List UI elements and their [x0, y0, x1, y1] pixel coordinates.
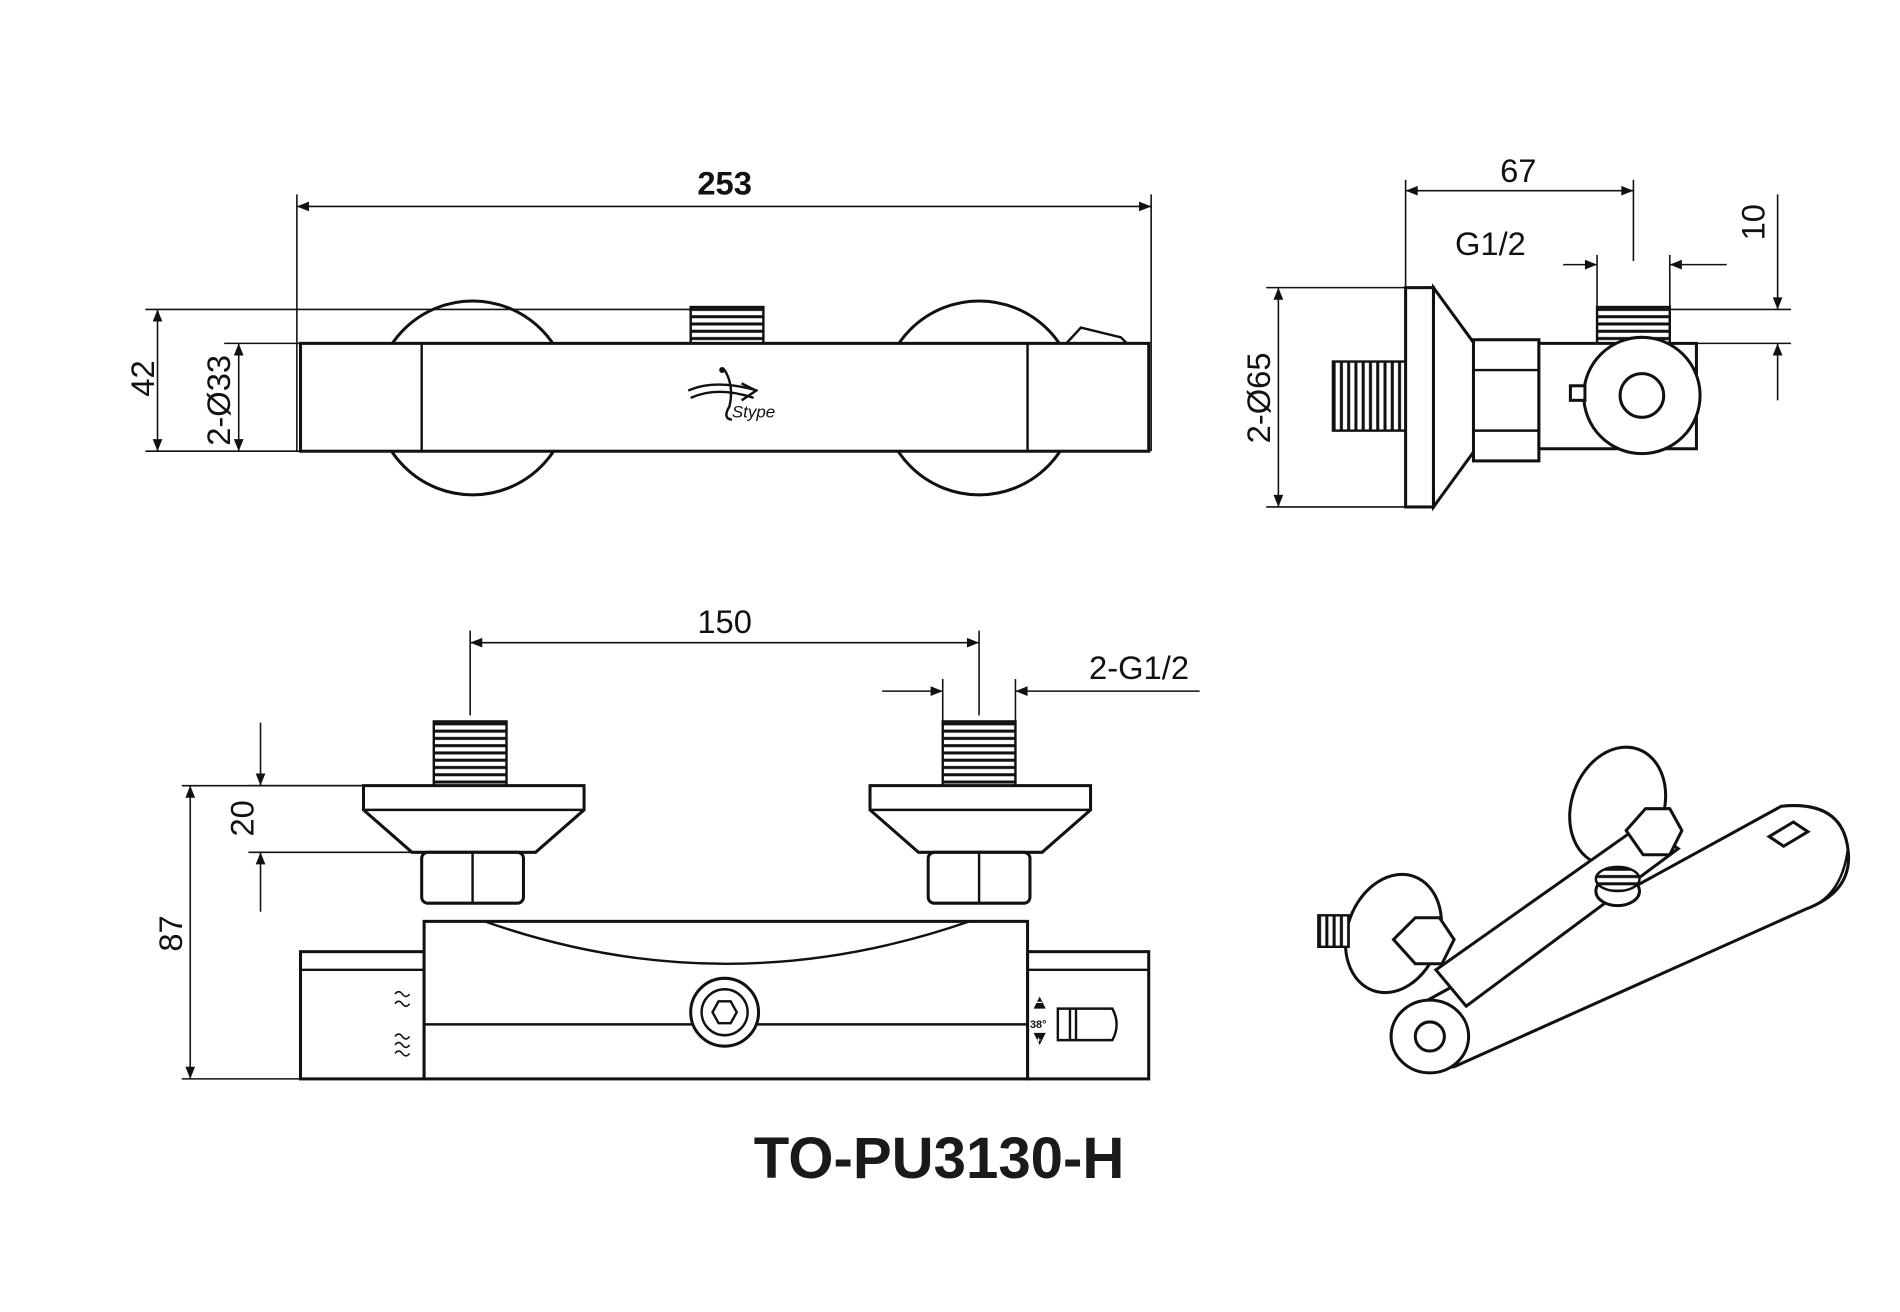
dim-overall-height: 87 — [152, 915, 189, 951]
dim-inlet-spacing: 150 — [697, 603, 752, 640]
dim-thread-height: 20 — [223, 800, 260, 836]
increase-arrow-icon — [1033, 1032, 1046, 1045]
dim-body-diameter: 2-Ø33 — [200, 355, 237, 446]
dim-depth: 67 — [1500, 152, 1536, 189]
svg-text:+: + — [1036, 1035, 1041, 1045]
front-view: − 38° + 150 2-G1/2 20 87 — [152, 603, 1200, 1081]
svg-text:Stype: Stype — [732, 402, 775, 421]
svg-text:−: − — [1036, 997, 1042, 1009]
temperature-wave-icon — [394, 990, 411, 1057]
dim-height: 42 — [124, 360, 161, 396]
top-thread — [689, 305, 765, 348]
decrease-arrow-icon — [1033, 996, 1046, 1009]
side-view: 67 G1/2 10 2-Ø65 — [1240, 152, 1791, 512]
isometric-view — [1317, 745, 1851, 1075]
temperature-handle — [1056, 1007, 1118, 1042]
dim-thread: G1/2 — [1455, 225, 1526, 262]
temperature-label: 38° — [1030, 1019, 1046, 1031]
dim-thread-length: 10 — [1734, 204, 1771, 240]
brand-logo-icon: Stype — [687, 367, 775, 421]
dim-overall-length: 253 — [697, 164, 752, 201]
model-number: TO-PU3130-H — [754, 1126, 1125, 1191]
dim-inlet-thread: 2-G1/2 — [1089, 649, 1189, 686]
dim-flange-diameter: 2-Ø65 — [1240, 352, 1277, 443]
top-view: Stype 253 42 2-Ø33 — [124, 164, 1152, 497]
mixer-body — [298, 341, 1151, 453]
